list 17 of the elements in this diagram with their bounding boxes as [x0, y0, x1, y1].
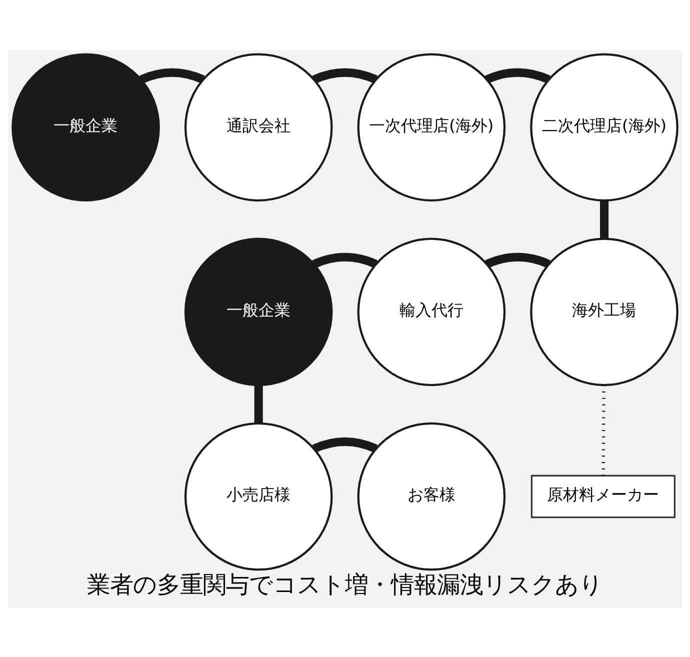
connector — [139, 68, 205, 84]
node-circle: 小売店様 — [184, 422, 333, 570]
caption: 業者の多重関与でコスト増・情報漏洩リスクあり — [87, 570, 603, 598]
connector — [312, 252, 378, 268]
node-circle: 一般企業 — [12, 52, 160, 201]
node-circle: 輸入代行 — [357, 237, 506, 386]
node-box: 原材料メーカー — [530, 474, 676, 518]
node-circle: 二次代理店(海外) — [530, 52, 678, 201]
connector — [312, 68, 378, 84]
node-circle: お客様 — [357, 422, 506, 570]
node-circle: 一般企業 — [184, 237, 333, 386]
node-circle: 通訳会社 — [184, 52, 333, 201]
node-circle: 一次代理店(海外) — [357, 52, 506, 201]
node-circle: 海外工場 — [530, 237, 678, 386]
connector — [485, 252, 550, 268]
connector — [485, 68, 550, 84]
connector — [312, 436, 378, 452]
